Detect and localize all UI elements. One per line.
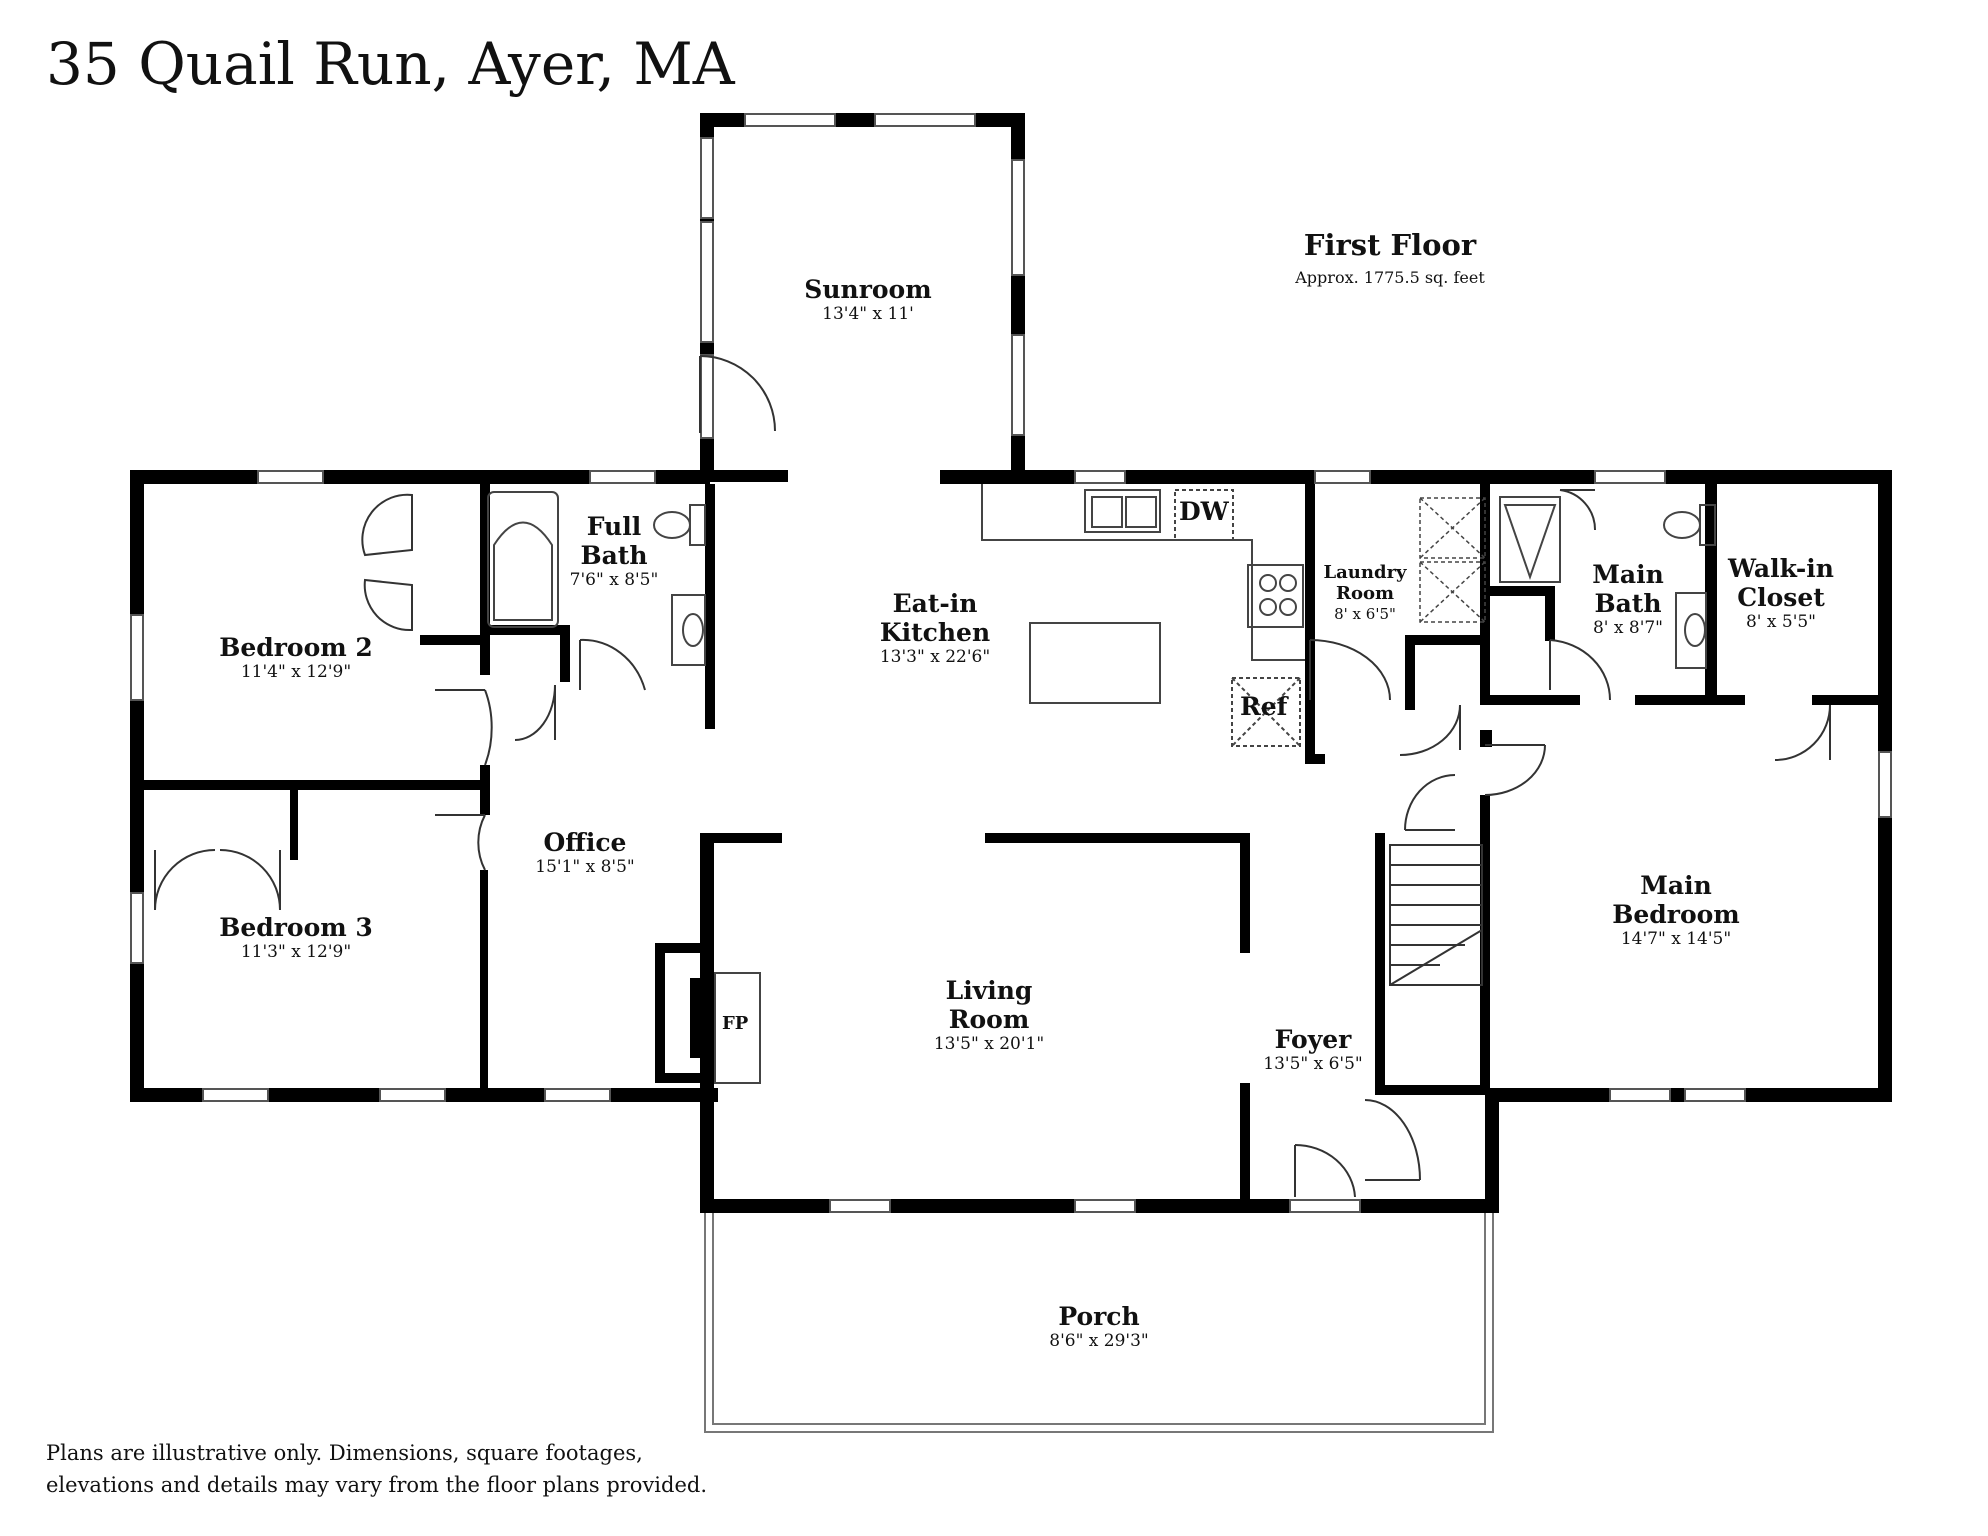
room-dimensions: 15'1" x 8'5": [535, 857, 635, 877]
room-dimensions: 11'3" x 12'9": [240, 942, 352, 962]
room-name: Bedroom 2: [219, 633, 373, 662]
laundry-fixtures: [1419, 497, 1486, 623]
kitchen-fixtures: [981, 484, 1305, 747]
floor-name: First Floor: [1303, 228, 1477, 262]
windows: [130, 113, 1892, 1213]
disclaimer-line: Plans are illustrative only. Dimensions,…: [46, 1441, 643, 1465]
floor-area: Approx. 1775.5 sq. feet: [1295, 268, 1485, 287]
room-name: Porch: [1058, 1302, 1140, 1331]
bath-fixtures: [487, 491, 1716, 669]
stairs: [1389, 844, 1483, 986]
page-title: 35 Quail Run, Ayer, MA: [46, 30, 735, 98]
fireplace-label: FP: [722, 1013, 749, 1034]
room-dimensions: 14'7" x 14'5": [1620, 929, 1732, 949]
disclaimer-line: elevations and details may vary from the…: [46, 1473, 708, 1497]
dishwasher-label: DW: [1179, 497, 1229, 526]
disclaimer: Plans are illustrative only. Dimensions,…: [46, 1437, 707, 1501]
room-dimensions: 8'6" x 29'3": [1049, 1331, 1149, 1351]
fireplace-hearth: [714, 972, 761, 1084]
room-dimensions: 13'5" x 6'5": [1263, 1054, 1363, 1074]
room-dimensions: 13'5" x 20'1": [933, 1034, 1045, 1054]
room-dimensions: 8' x 6'5": [1334, 605, 1396, 623]
room-dimensions: 8' x 8'7": [1592, 618, 1664, 638]
porch-outline: [704, 1210, 1494, 1433]
room-dimensions: 13'3" x 22'6": [879, 647, 991, 667]
room-dimensions: 8' x 5'5": [1745, 612, 1817, 632]
room-dimensions: 13'4" x 11': [822, 304, 914, 324]
doors: [154, 355, 1831, 1198]
room-name: Foyer: [1274, 1025, 1352, 1054]
refrigerator-label: Ref: [1240, 692, 1288, 721]
room-name: Office: [543, 828, 627, 857]
room-dimensions: 7'6" x 8'5": [569, 570, 659, 590]
room-name: Bedroom 3: [219, 913, 373, 942]
room-name: Sunroom: [804, 275, 932, 304]
room-dimensions: 11'4" x 12'9": [240, 662, 352, 682]
